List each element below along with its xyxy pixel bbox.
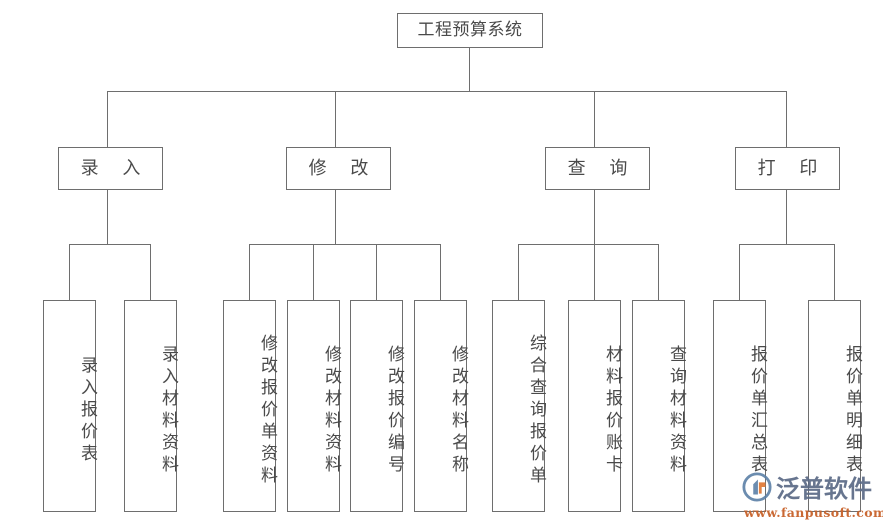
node-leaf-xiugai-cailiaomingcheng: 修改材料名称: [414, 300, 468, 512]
node-category-xiugai-label: 修 改: [308, 157, 378, 179]
node-leaf-xiugai-baojiabianhao: 修改报价编号: [350, 300, 404, 512]
node-leaf-chaxun-zongheباojiadan: 综合查询报价单: [492, 300, 546, 512]
node-leaf-label: 材料报价账卡: [602, 345, 622, 477]
node-leaf-label: 报价单明细表: [842, 345, 862, 477]
connector-subbus-chaxun: [518, 244, 659, 246]
node-leaf-label: 修改材料资料: [321, 345, 341, 477]
connector-xiugai-drop-3: [376, 244, 378, 300]
node-root-label: 工程预算系统: [417, 20, 523, 41]
connector-subbus-luru: [69, 244, 151, 246]
connector-bus-to-cat-3: [594, 91, 596, 147]
connector-chaxun-drop-3: [658, 244, 660, 300]
connector-luru-drop-2: [150, 244, 152, 300]
node-leaf-xiugai-cailiaoziliao: 修改材料资料: [287, 300, 341, 512]
node-leaf-label: 修改材料名称: [448, 345, 468, 477]
connector-cat3-stem: [594, 190, 596, 244]
connector-bus-to-cat-1: [107, 91, 109, 147]
connector-cat4-stem: [786, 190, 788, 244]
node-category-dayin: 打 印: [735, 147, 840, 190]
connector-root-stem: [469, 48, 471, 91]
node-leaf-label: 修改报价编号: [384, 345, 404, 477]
node-category-chaxun: 查 询: [545, 147, 650, 190]
connector-subbus-dayin: [739, 244, 835, 246]
connector-bus-to-cat-4: [786, 91, 788, 147]
node-leaf-chaxun-cailiaobaojiazhangka: 材料报价账卡: [568, 300, 622, 512]
connector-xiugai-drop-4: [440, 244, 442, 300]
connector-dayin-drop-2: [834, 244, 836, 300]
node-leaf-label: 查询材料资料: [666, 345, 686, 477]
connector-xiugai-drop-1: [249, 244, 251, 300]
node-category-xiugai: 修 改: [286, 147, 391, 190]
connector-chaxun-drop-1: [518, 244, 520, 300]
node-category-luru-label: 录 入: [80, 157, 150, 179]
node-leaf-dayin-mingxibiao: 报价单明细表: [808, 300, 862, 512]
connector-dayin-drop-1: [739, 244, 741, 300]
node-leaf-label: 修改报价单资料: [257, 334, 277, 488]
node-root: 工程预算系统: [397, 13, 543, 48]
node-leaf-label: 综合查询报价单: [526, 334, 546, 488]
node-leaf-label: 录入报价表: [77, 356, 97, 466]
node-leaf-label: 录入材料资料: [158, 345, 178, 477]
node-category-chaxun-label: 查 询: [567, 157, 637, 179]
node-leaf-luru-baojiabiao: 录入报价表: [43, 300, 97, 512]
connector-main-bus: [107, 91, 787, 93]
node-leaf-xiugai-baojiadanziliao: 修改报价单资料: [223, 300, 277, 512]
connector-luru-drop-1: [69, 244, 71, 300]
connector-cat2-stem: [335, 190, 337, 244]
node-leaf-chaxun-cailiaoziliao: 查询材料资料: [632, 300, 686, 512]
node-leaf-luru-cailiaoziliao: 录入材料资料: [124, 300, 178, 512]
connector-xiugai-drop-2: [313, 244, 315, 300]
node-leaf-dayin-huizongbiao: 报价单汇总表: [713, 300, 767, 512]
connector-cat1-stem: [107, 190, 109, 244]
connector-chaxun-drop-2: [594, 244, 596, 300]
node-leaf-label: 报价单汇总表: [747, 345, 767, 477]
node-category-dayin-label: 打 印: [757, 157, 827, 179]
node-category-luru: 录 入: [58, 147, 163, 190]
connector-bus-to-cat-2: [335, 91, 337, 147]
connector-subbus-xiugai: [249, 244, 441, 246]
